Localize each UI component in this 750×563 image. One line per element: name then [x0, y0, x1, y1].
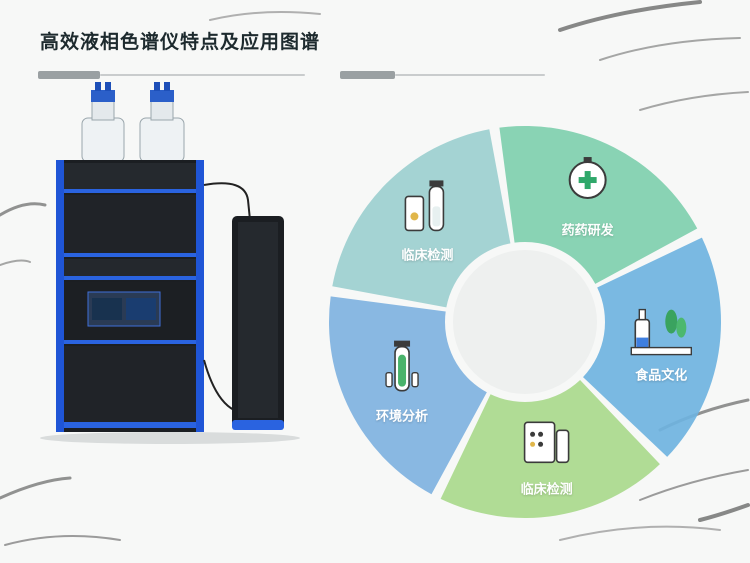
solvent-bottle-left — [81, 82, 125, 163]
wheel-segment-label-2: 食品文化 — [635, 368, 688, 384]
title-underline-left — [38, 71, 100, 79]
test-tube-rack-icon — [523, 421, 570, 464]
hplc-instrument — [40, 82, 300, 444]
wheel-segment-label-1: 药药研发 — [561, 223, 614, 239]
instrument-module-autosampler — [64, 259, 196, 344]
sample-tube-icon — [385, 340, 419, 392]
page-title: 高效液相色谱仪特点及应用图谱 — [40, 31, 321, 53]
wheel-segment-label-4: 环境分析 — [376, 409, 429, 425]
instrument-module-top — [64, 163, 196, 193]
instrument-shadow — [40, 432, 300, 444]
title-underline-right-rule — [395, 74, 545, 76]
bottle-and-plant-icon — [630, 308, 693, 356]
wheel-segment-1 — [499, 126, 698, 284]
wheel-segment-label-5: 临床检测 — [401, 248, 454, 264]
application-wheel — [329, 126, 721, 518]
connecting-tube — [203, 182, 251, 221]
wheel-center — [453, 250, 597, 394]
wheel-segment-label-3: 临床检测 — [520, 482, 573, 498]
medicine-bottle-cross-icon — [568, 157, 607, 200]
title-underline-right — [340, 71, 395, 79]
instrument-module-pump — [64, 195, 196, 257]
instrument-module-detector — [64, 346, 196, 428]
solvent-bottle-right — [139, 82, 185, 163]
wheel-segment-4 — [329, 296, 487, 495]
column-oven — [232, 216, 284, 430]
title-underline-left-rule — [100, 74, 305, 76]
lab-flask-icon — [404, 180, 445, 232]
